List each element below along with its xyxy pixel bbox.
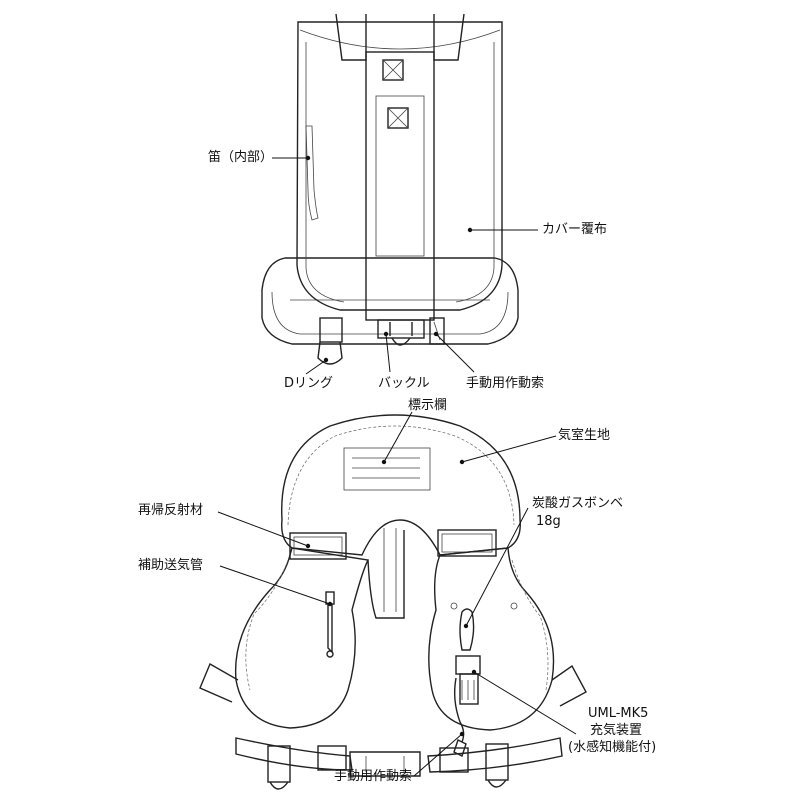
folded-vest	[261, 13, 519, 365]
label-inflator-note: (水感知機能付)	[568, 740, 657, 755]
label-manual-cord-bottom: 手動用作動索	[334, 769, 413, 784]
label-reflector: 再帰反射材	[138, 503, 204, 518]
label-co2-weight: 18g	[536, 514, 561, 529]
label-chamber-fabric: 気室生地	[558, 428, 611, 443]
label-inflator-model: UML-MK5	[588, 706, 649, 721]
bottom-leader-lines	[217, 411, 577, 777]
label-manual-cord-top: 手動用作動索	[466, 376, 545, 391]
label-oral-tube: 補助送気管	[138, 558, 204, 573]
label-co2-cylinder: 炭酸ガスボンベ	[532, 496, 624, 511]
label-cover: カバー覆布	[542, 222, 608, 237]
inflated-vest	[199, 414, 587, 790]
label-whistle: 笛（内部）	[208, 150, 274, 165]
label-marking-field: 標示欄	[408, 398, 448, 413]
label-buckle: バックル	[378, 376, 430, 391]
label-inflator: 充気装置	[590, 723, 643, 738]
label-d-ring: Dリング	[284, 376, 334, 391]
top-leader-lines	[272, 155, 538, 375]
